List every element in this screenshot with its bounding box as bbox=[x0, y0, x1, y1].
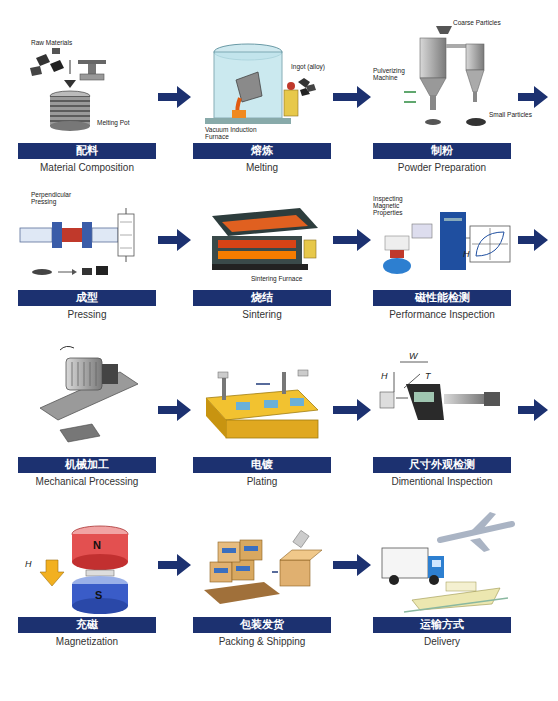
material-illustration bbox=[30, 48, 106, 131]
sintering-illustration bbox=[212, 208, 318, 270]
machining-illustration bbox=[40, 346, 138, 442]
step-title-cn: 熔炼 bbox=[193, 143, 331, 159]
step-title-en: Mechanical Processing bbox=[8, 476, 166, 487]
illustration-label: H bbox=[462, 250, 471, 259]
step-title-cn: 包装发货 bbox=[193, 617, 331, 633]
step-title-en: Plating bbox=[183, 476, 341, 487]
furnace-illustration bbox=[205, 44, 316, 124]
illustration-label: H bbox=[24, 560, 33, 569]
process-step: 电镀Plating bbox=[193, 340, 331, 489]
illustration-label: N bbox=[92, 540, 102, 552]
step-title-cn: 制粉 bbox=[373, 143, 511, 159]
step-title-en: Dimentional Inspection bbox=[363, 476, 521, 487]
process-step: 制粉Powder Preparation bbox=[373, 15, 511, 175]
step-title-en: Delivery bbox=[363, 636, 521, 647]
step-title-en: Pressing bbox=[8, 309, 166, 320]
magnetizer-illustration bbox=[40, 526, 128, 614]
step-title-cn: 烧结 bbox=[193, 290, 331, 306]
step-title-en: Powder Preparation bbox=[363, 162, 521, 173]
press-illustration bbox=[20, 208, 134, 275]
step-title-cn: 成型 bbox=[18, 290, 156, 306]
flow-arrow-shape bbox=[333, 399, 371, 421]
delivery-illustration bbox=[382, 512, 512, 612]
step-title-en: Material Composition bbox=[8, 162, 166, 173]
flow-arrow bbox=[333, 86, 371, 108]
step-title-en: Performance Inspection bbox=[363, 309, 521, 320]
step-title-en: Magnetization bbox=[8, 636, 166, 647]
powder-illustration bbox=[404, 26, 486, 126]
micrometer-illustration bbox=[380, 362, 500, 420]
process-step: 配料Material Composition bbox=[18, 15, 156, 175]
illustration-label: Inspecting Magnetic Properties bbox=[372, 196, 420, 216]
illustration-label: Coarse Particles bbox=[452, 20, 502, 27]
illustration-label: T bbox=[424, 372, 432, 381]
flow-arrow bbox=[158, 554, 191, 576]
step-title-cn: 电镀 bbox=[193, 457, 331, 473]
illustration-label: Ingot (alloy) bbox=[290, 64, 326, 71]
row-end-arrows bbox=[518, 86, 548, 421]
illustration-label: S bbox=[94, 590, 103, 602]
flow-arrow-shape bbox=[333, 229, 371, 251]
flow-arrow-shape bbox=[158, 399, 191, 421]
step-title-en: Melting bbox=[183, 162, 341, 173]
flow-arrow bbox=[158, 86, 191, 108]
process-step: 尺寸外观检测Dimentional Inspection bbox=[373, 340, 511, 489]
process-step: 充磁Magnetization bbox=[18, 505, 156, 649]
inspection-illustration bbox=[383, 212, 510, 274]
process-step: 机械加工Mechanical Processing bbox=[18, 340, 156, 489]
step-title-en: Sintering bbox=[183, 309, 341, 320]
flow-arrow bbox=[158, 399, 191, 421]
flow-arrow-shape bbox=[333, 554, 371, 576]
flow-arrow bbox=[333, 229, 371, 251]
illustration-label: Raw Materials bbox=[30, 40, 73, 47]
step-title-cn: 运输方式 bbox=[373, 617, 511, 633]
step-title-en: Packing & Shipping bbox=[183, 636, 341, 647]
process-step: 熔炼Melting bbox=[193, 15, 331, 175]
process-step: 包装发货Packing & Shipping bbox=[193, 505, 331, 649]
step-title-cn: 配料 bbox=[18, 143, 156, 159]
step-title-cn: 尺寸外观检测 bbox=[373, 457, 511, 473]
illustration-label: Vacuum Induction Furnace bbox=[204, 127, 276, 141]
flow-arrow bbox=[158, 229, 191, 251]
process-step: 烧结Sintering bbox=[193, 185, 331, 322]
illustration-label: H bbox=[380, 372, 389, 381]
packing-illustration bbox=[204, 530, 322, 604]
step-title-cn: 机械加工 bbox=[18, 457, 156, 473]
flow-arrow bbox=[333, 399, 371, 421]
step-title-cn: 磁性能检测 bbox=[373, 290, 511, 306]
flow-arrow-shape bbox=[158, 554, 191, 576]
step-title-cn: 充磁 bbox=[18, 617, 156, 633]
flow-arrow-shape bbox=[333, 86, 371, 108]
illustration-label: Melting Pot bbox=[96, 120, 131, 127]
flow-arrow-shape bbox=[158, 229, 191, 251]
flow-arrow-shape bbox=[158, 86, 191, 108]
illustration-label: Sintering Furnace bbox=[250, 276, 303, 283]
illustration-label: Pulverizing Machine bbox=[372, 68, 414, 82]
illustration-label: Small Particles bbox=[488, 112, 533, 119]
illustration-label: Perpendicular Pressing bbox=[30, 192, 76, 206]
plating-illustration bbox=[206, 370, 318, 438]
flow-arrow bbox=[333, 554, 371, 576]
illustration-label: W bbox=[408, 352, 419, 361]
process-step: 运输方式Delivery bbox=[373, 505, 511, 649]
